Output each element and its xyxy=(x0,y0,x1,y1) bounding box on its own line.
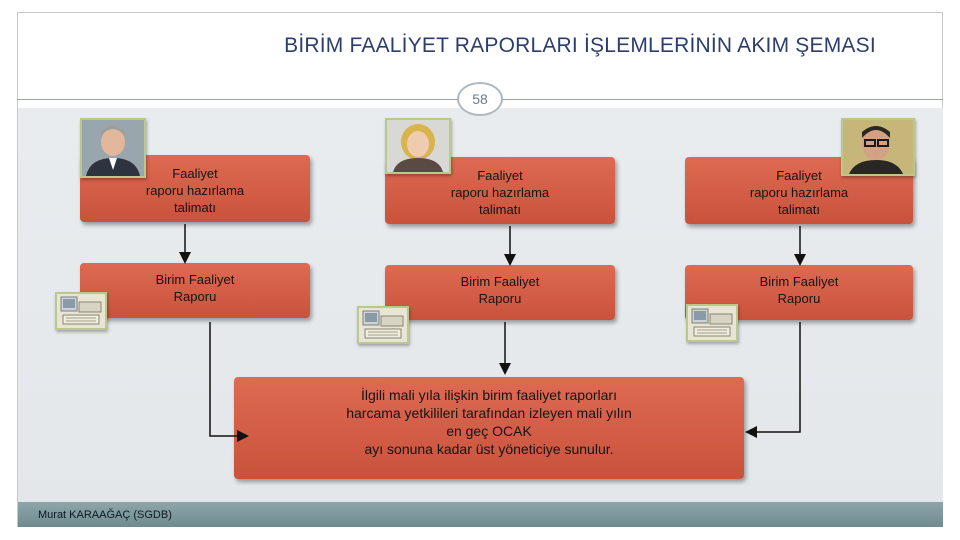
final-box: İlgili mali yıla ilişkin birim faaliyet … xyxy=(234,377,744,479)
rapor-line: Birim Faaliyet xyxy=(155,272,235,287)
talimat-line: talimatı xyxy=(479,202,521,217)
talimat-box-3: Faaliyet raporu hazırlama talimatı xyxy=(685,157,913,224)
talimat-line: Faaliyet xyxy=(477,168,523,183)
rapor-line: Raporu xyxy=(478,291,522,306)
computer-icon xyxy=(686,304,738,342)
footer-author: Murat KARAAĞAÇ (SGDB) xyxy=(38,509,172,521)
rapor-line: Birim Faaliyet xyxy=(759,274,839,289)
talimat-line: talimatı xyxy=(778,202,820,217)
arrow-3-to-final xyxy=(745,322,801,438)
final-line: harcama yetkilileri tarafından izleyen m… xyxy=(346,405,632,421)
talimat-line: raporu hazırlama xyxy=(450,185,550,200)
computer-icon xyxy=(55,292,107,330)
rapor-line: Raporu xyxy=(777,291,821,306)
computer-icon xyxy=(357,306,409,344)
rapor-line: Raporu xyxy=(173,289,217,304)
final-line: ayı sonuna kadar üst yöneticiye sunulur. xyxy=(364,441,614,457)
final-line: İlgili mali yıla ilişkin birim faaliyet … xyxy=(361,387,617,403)
rapor-box-1: Birim Faaliyet Raporu xyxy=(80,263,310,318)
rapor-box-2: Birim Faaliyet Raporu xyxy=(385,265,615,320)
arrow-1-to-final xyxy=(209,322,249,442)
woman-portrait-icon xyxy=(385,118,451,174)
talimat-line: raporu hazırlama xyxy=(145,183,245,198)
rapor-line: Birim Faaliyet xyxy=(460,274,540,289)
slide-title: BİRİM FAALİYET RAPORLARI İŞLEMLERİNİN AK… xyxy=(284,34,876,57)
footer-bar xyxy=(18,502,943,527)
talimat-line: Faaliyet xyxy=(172,166,218,181)
talimat-line: Faaliyet xyxy=(776,168,822,183)
talimat-line: raporu hazırlama xyxy=(749,185,849,200)
talimat-line: talimatı xyxy=(174,200,216,215)
man-glasses-portrait-icon xyxy=(841,118,915,176)
man-portrait-icon xyxy=(80,118,146,178)
page-number: 58 xyxy=(457,82,503,116)
final-line: en geç OCAK xyxy=(446,423,532,439)
